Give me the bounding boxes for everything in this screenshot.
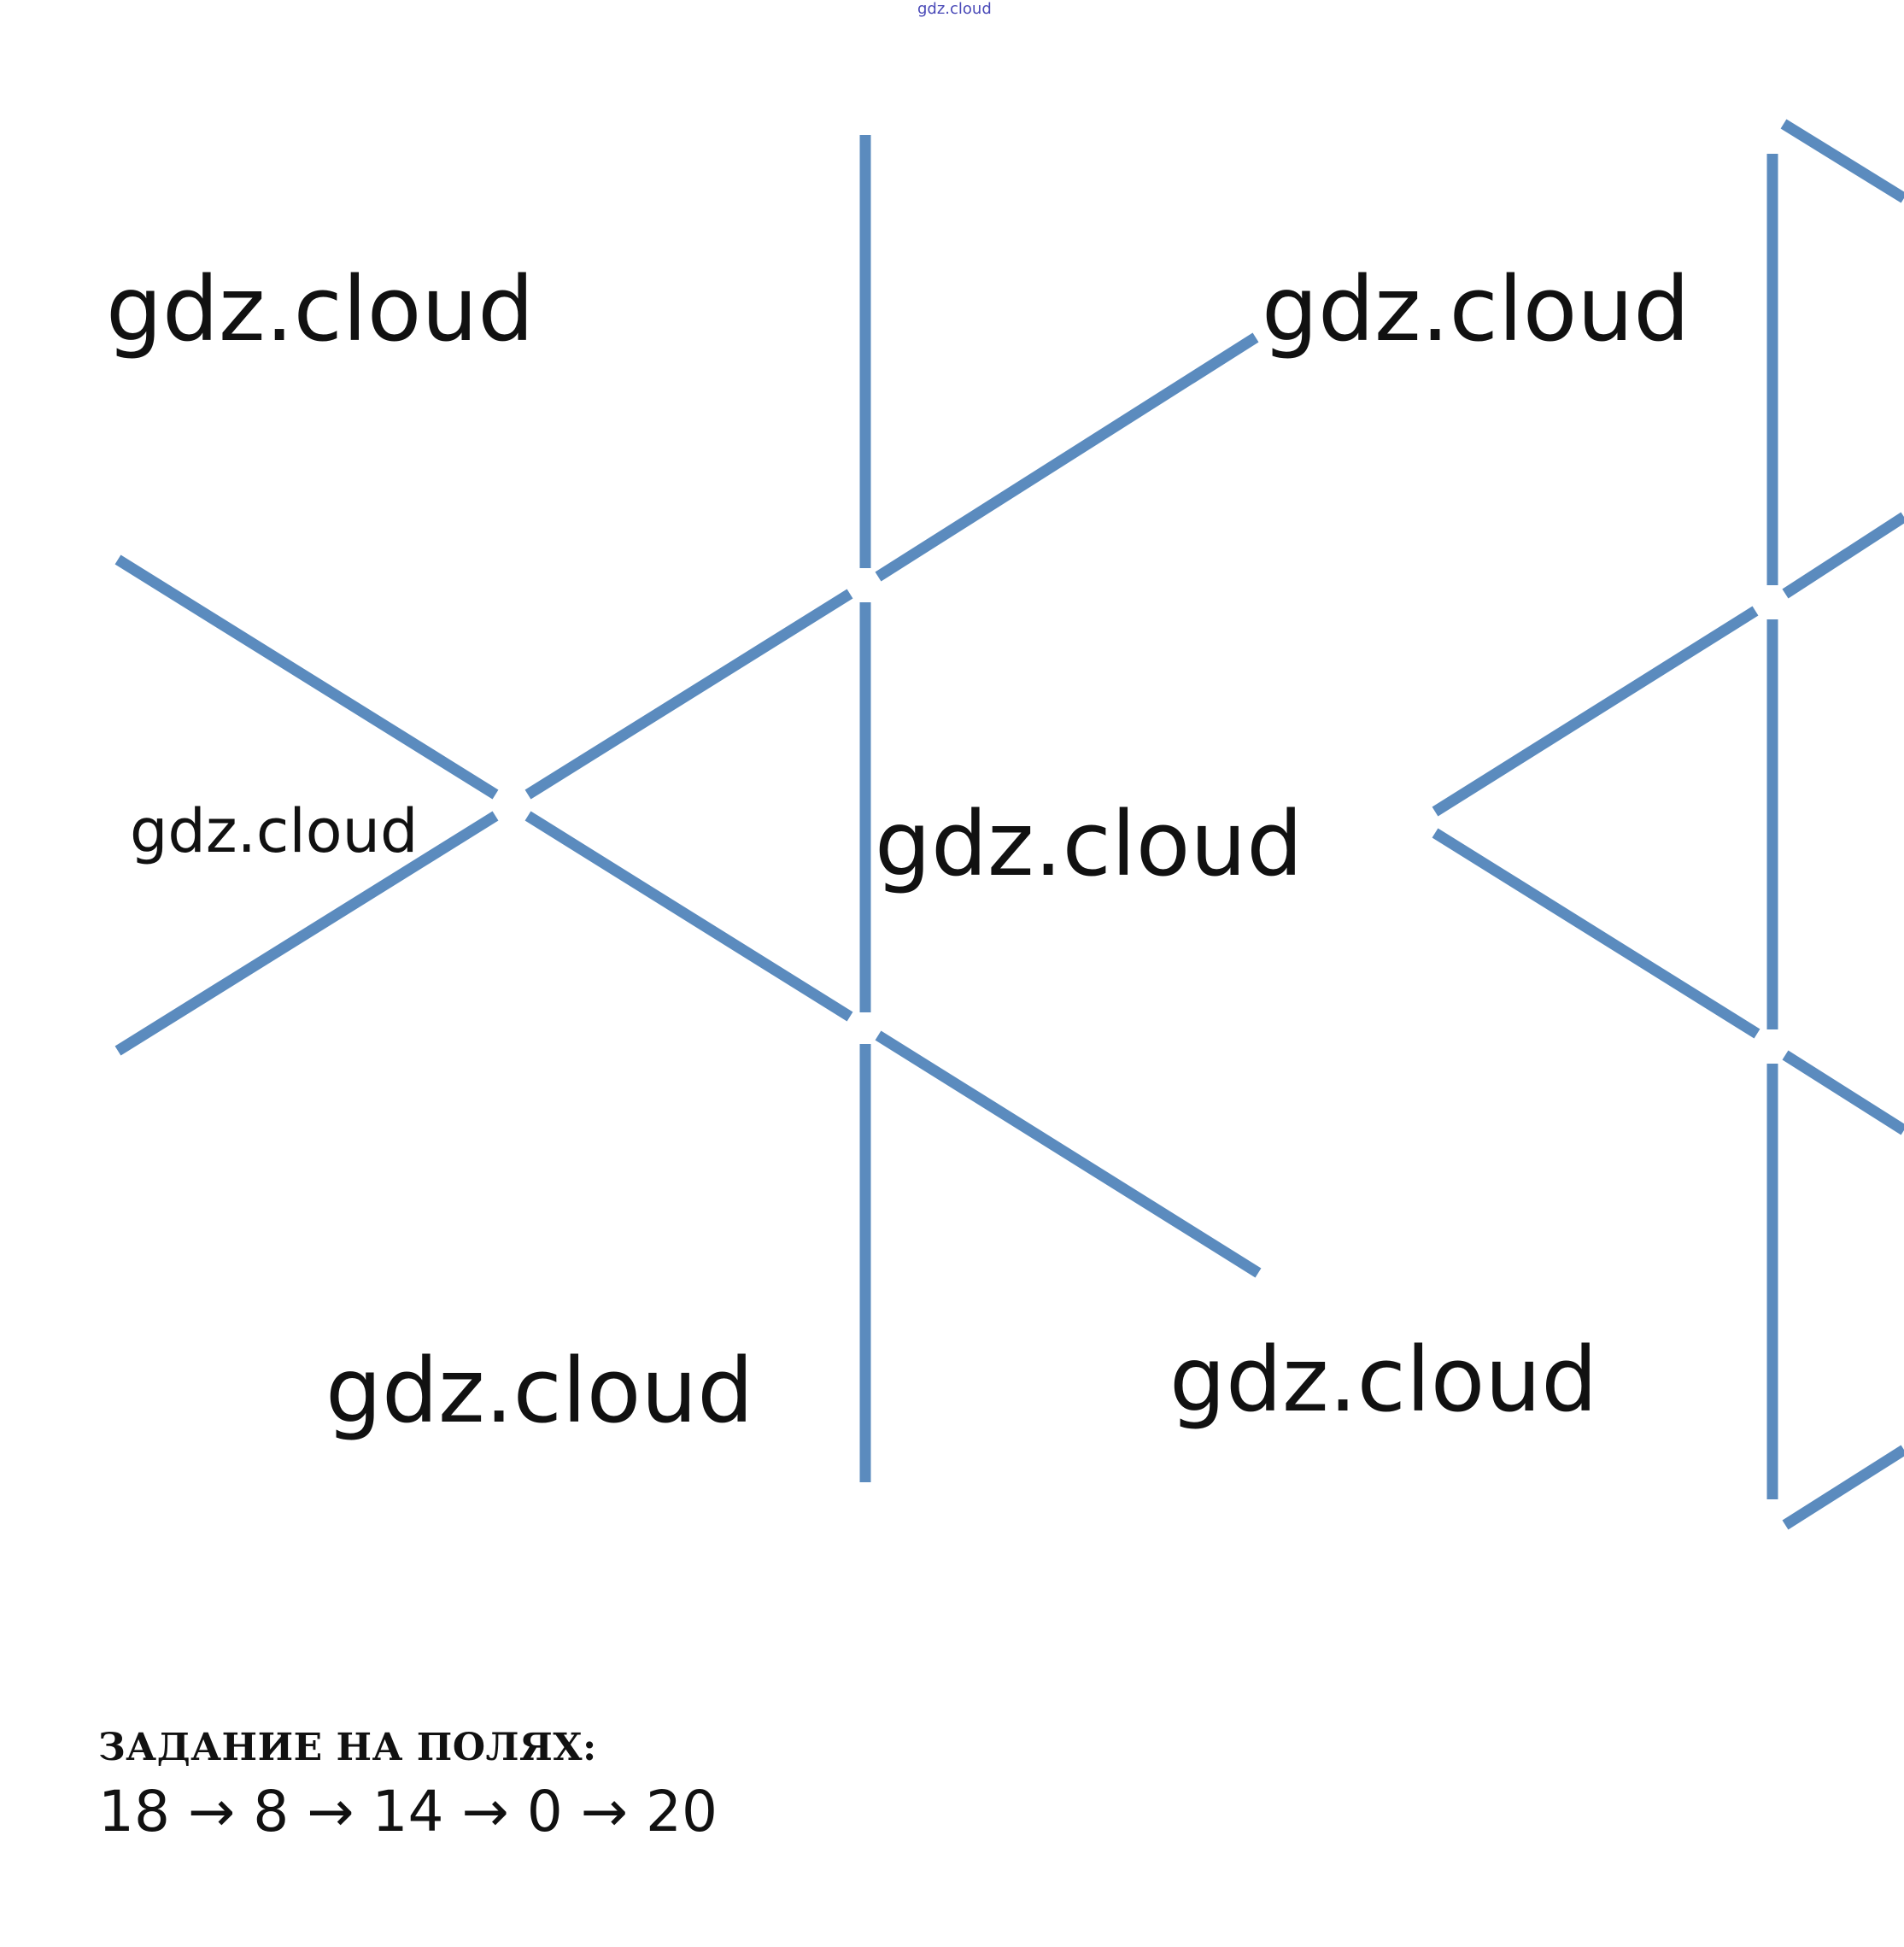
stick-center-upper-left xyxy=(524,589,853,800)
watermark-text: gdz.cloud xyxy=(1262,257,1690,361)
stick-center-lower-left xyxy=(524,811,853,1022)
stick-right-bottom-diagonal xyxy=(1782,1445,1904,1530)
watermark-text: gdz.cloud xyxy=(106,257,535,361)
stick-center-lower-right xyxy=(875,1030,1262,1278)
stick-right-middle-diagonal xyxy=(1782,512,1904,599)
watermark-text: gdz.cloud xyxy=(875,792,1304,896)
watermark-text: gdz.cloud xyxy=(130,796,419,866)
stick-right-lower-diagonal xyxy=(1782,1050,1904,1135)
stick-center-upper-right xyxy=(875,332,1259,582)
task-sequence: 18 → 8 → 14 → 0 → 20 xyxy=(98,1779,718,1844)
task-label: ЗАДАНИЕ НА ПОЛЯХ: xyxy=(98,1726,597,1769)
stick-left-upper xyxy=(114,554,499,800)
stick-right-lower-left xyxy=(1432,828,1760,1039)
stick-right-upper-left xyxy=(1432,606,1759,817)
stick-right-top-diagonal xyxy=(1780,119,1904,203)
watermark-text: gdz.cloud xyxy=(325,1339,754,1443)
site-watermark-top: gdz.cloud xyxy=(917,0,992,18)
stick-left-lower xyxy=(114,811,499,1056)
watermark-text: gdz.cloud xyxy=(1169,1328,1598,1432)
